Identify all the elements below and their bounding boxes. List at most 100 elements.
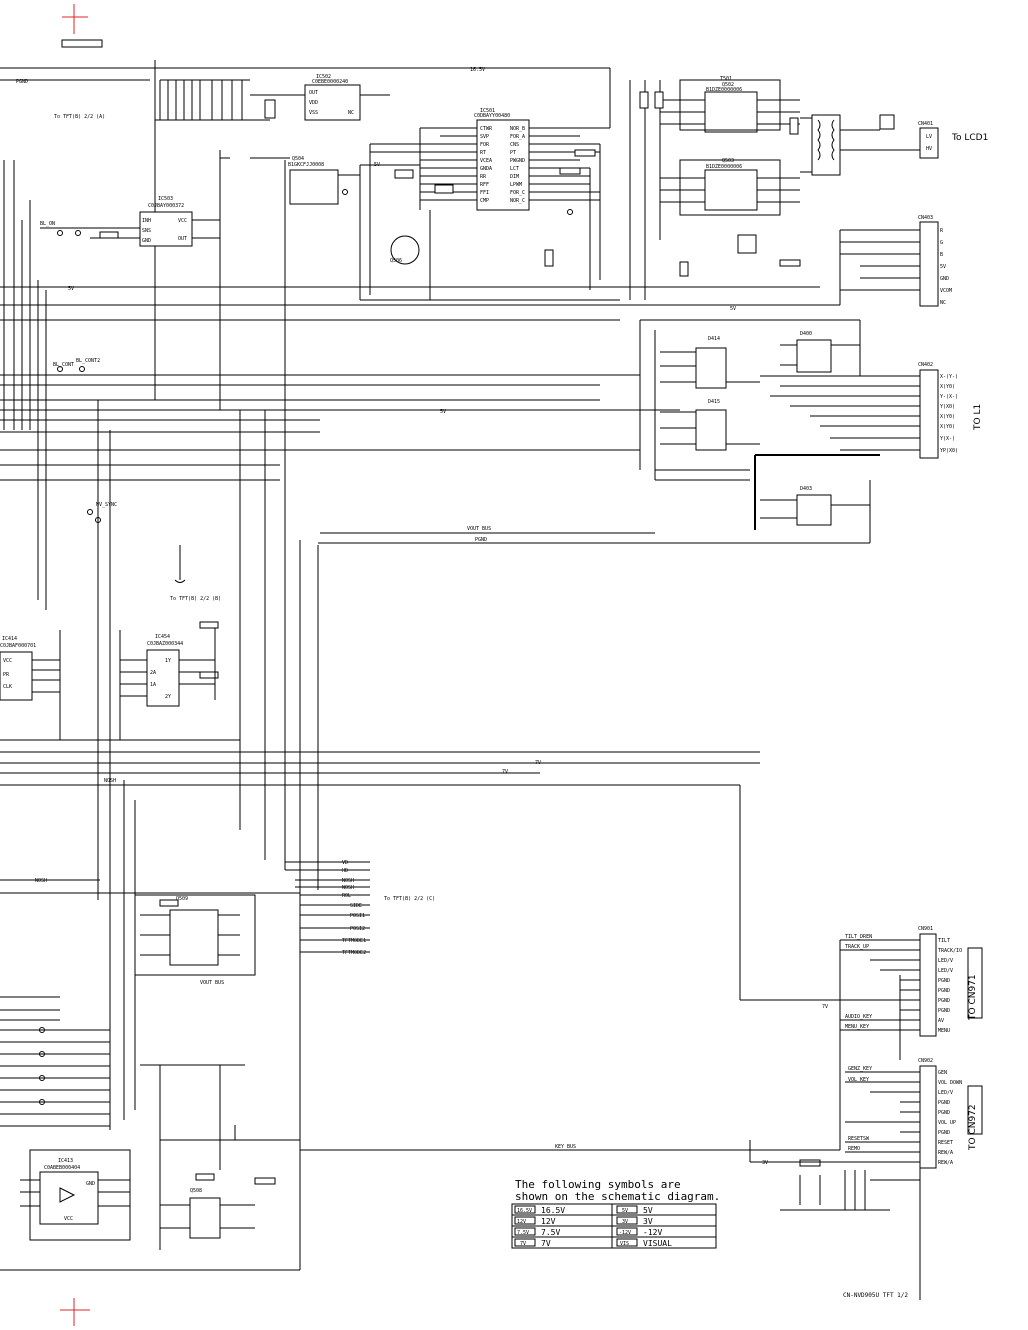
svg-text:VDD: VDD — [309, 100, 318, 106]
svg-text:To TFT(B) 2/2 (B): To TFT(B) 2/2 (B) — [170, 596, 221, 602]
svg-text:RESET: RESET — [938, 1140, 953, 1146]
svg-text:HD: HD — [342, 868, 348, 874]
svg-text:NC: NC — [348, 110, 354, 116]
svg-text:D403: D403 — [800, 486, 812, 492]
svg-text:NOSH: NOSH — [104, 778, 116, 784]
svg-text:TFTMODE2: TFTMODE2 — [342, 950, 366, 956]
svg-text:GND: GND — [142, 238, 151, 244]
svg-text:To TFT(B) 2/2 (A): To TFT(B) 2/2 (A) — [54, 114, 105, 120]
svg-text:VIS: VIS — [620, 1241, 629, 1247]
svg-text:X(Y0): X(Y0) — [940, 384, 955, 390]
svg-text:3V: 3V — [762, 1160, 768, 1166]
svg-text:NOSH: NOSH — [35, 878, 47, 884]
svg-text:PGND: PGND — [938, 1008, 950, 1014]
svg-text:GENZ_KEY: GENZ_KEY — [848, 1066, 872, 1072]
svg-text:MENU: MENU — [938, 1028, 950, 1034]
svg-text:1Y: 1Y — [165, 658, 171, 664]
svg-text:OUT: OUT — [178, 236, 187, 242]
svg-text:PGND: PGND — [938, 1110, 950, 1116]
svg-text:Y(X0): Y(X0) — [940, 404, 955, 410]
svg-text:X(Y0): X(Y0) — [940, 424, 955, 430]
d400: D400 — [780, 331, 860, 373]
svg-text:CTWR: CTWR — [480, 126, 493, 132]
svg-text:REW/A: REW/A — [938, 1160, 953, 1166]
svg-text:IC454: IC454 — [155, 634, 170, 640]
svg-text:VCC: VCC — [3, 658, 12, 664]
svg-text:D400: D400 — [800, 331, 812, 337]
svg-text:Q506: Q506 — [390, 258, 402, 264]
svg-text:G: G — [940, 240, 943, 246]
svg-text:R: R — [940, 228, 944, 234]
svg-text:MENU_KEY: MENU_KEY — [845, 1024, 869, 1030]
svg-text:KEY BUS: KEY BUS — [555, 1144, 576, 1150]
d403: D403 — [760, 480, 871, 543]
svg-text:VCC: VCC — [64, 1216, 73, 1222]
q508: Q508 — [140, 1064, 300, 1250]
ic501: IC501 C0DBAYY00480 CTWR SVP FOR RT VCEA … — [359, 68, 620, 301]
q503-part: B1DZE0000006 — [706, 164, 742, 170]
svg-text:NOSH: NOSH — [342, 885, 354, 891]
svg-text:LED/V: LED/V — [938, 1090, 953, 1096]
svg-text:VCC: VCC — [178, 218, 187, 224]
svg-text:IC413: IC413 — [58, 1158, 73, 1164]
connector-cn402: CN402 X-(Y-) X(Y0) Y-(X-) Y(X0) X(Y0) X(… — [640, 319, 983, 530]
cn401-dest: To LCD1 — [951, 133, 988, 143]
ic454: IC454 C0JBAZ000344 1Y 2A 1A 2Y — [119, 628, 216, 740]
svg-text:Q504: Q504 — [292, 156, 304, 162]
connector-cn403: CN403 R G B 5V GND VCOM NC — [640, 215, 952, 307]
signal-lines-center — [285, 861, 370, 953]
legend-row-2-right: 3V — [643, 1217, 653, 1226]
q503: Q503 B1DZE0000006 — [704, 158, 758, 211]
svg-text:7V: 7V — [535, 760, 541, 766]
svg-text:B: B — [940, 252, 943, 258]
cn901-dest: TO CN971 — [968, 974, 978, 1021]
svg-text:5V: 5V — [940, 264, 946, 270]
svg-text:VOL UP: VOL UP — [938, 1120, 956, 1126]
svg-text:CN902: CN902 — [918, 1058, 933, 1064]
svg-text:Y-(X-): Y-(X-) — [940, 394, 958, 400]
svg-text:LED/V: LED/V — [938, 958, 953, 964]
small-components — [57, 91, 821, 1185]
svg-text:PGND: PGND — [938, 998, 950, 1004]
svg-text:LED/V: LED/V — [938, 968, 953, 974]
lower-left-pins — [0, 996, 110, 1127]
svg-text:CN403: CN403 — [918, 215, 933, 221]
svg-text:AUDIO_KEY: AUDIO_KEY — [845, 1014, 872, 1020]
svg-text:BL_CONT: BL_CONT — [53, 362, 74, 368]
connector-cn902: CN902 GEN VOL DOWN LED/V PGND PGND VOL U… — [749, 1058, 983, 1300]
svg-text:AV: AV — [938, 1018, 944, 1024]
svg-text:C0ABEB000404: C0ABEB000404 — [44, 1165, 80, 1171]
svg-text:NOR_C: NOR_C — [510, 198, 525, 204]
svg-text:NC: NC — [940, 300, 946, 306]
svg-text:PR: PR — [3, 672, 10, 678]
svg-text:CNS: CNS — [510, 142, 519, 148]
q503-ref: Q503 — [722, 158, 734, 164]
legend-row-4-left: 7V — [541, 1239, 551, 1248]
svg-text:VCEA: VCEA — [480, 158, 492, 164]
ic503: IC503 C0JBAY000372 INH SNS GND VCC OUT B… — [40, 196, 220, 247]
fuse-symbol — [61, 39, 103, 48]
q506: Q506 — [390, 235, 420, 265]
svg-text:2Y: 2Y — [165, 694, 171, 700]
svg-text:PGND: PGND — [938, 1130, 950, 1136]
svg-text:IC503: IC503 — [158, 196, 173, 202]
svg-text:PGND: PGND — [938, 978, 950, 984]
svg-text:LPWM: LPWM — [510, 182, 522, 188]
svg-text:OUT: OUT — [309, 90, 318, 96]
svg-text:Q509: Q509 — [176, 896, 188, 902]
svg-text:ROL: ROL — [342, 893, 351, 899]
d415: D415 — [639, 320, 760, 481]
svg-text:5V: 5V — [68, 286, 74, 292]
svg-text:7V: 7V — [520, 1241, 526, 1247]
q502-part: B1DZE0000006 — [706, 87, 742, 93]
svg-text:7V: 7V — [502, 769, 508, 775]
registration-mark-top — [62, 4, 88, 34]
svg-text:2A: 2A — [150, 670, 156, 676]
svg-text:X-(Y-): X-(Y-) — [940, 374, 958, 380]
svg-text:CN402: CN402 — [918, 362, 933, 368]
svg-text:C0JBAY000372: C0JBAY000372 — [148, 203, 184, 209]
svg-text:TRACK_UP: TRACK_UP — [845, 944, 869, 950]
svg-text:3V: 3V — [622, 1219, 628, 1225]
svg-text:RT: RT — [480, 150, 486, 156]
